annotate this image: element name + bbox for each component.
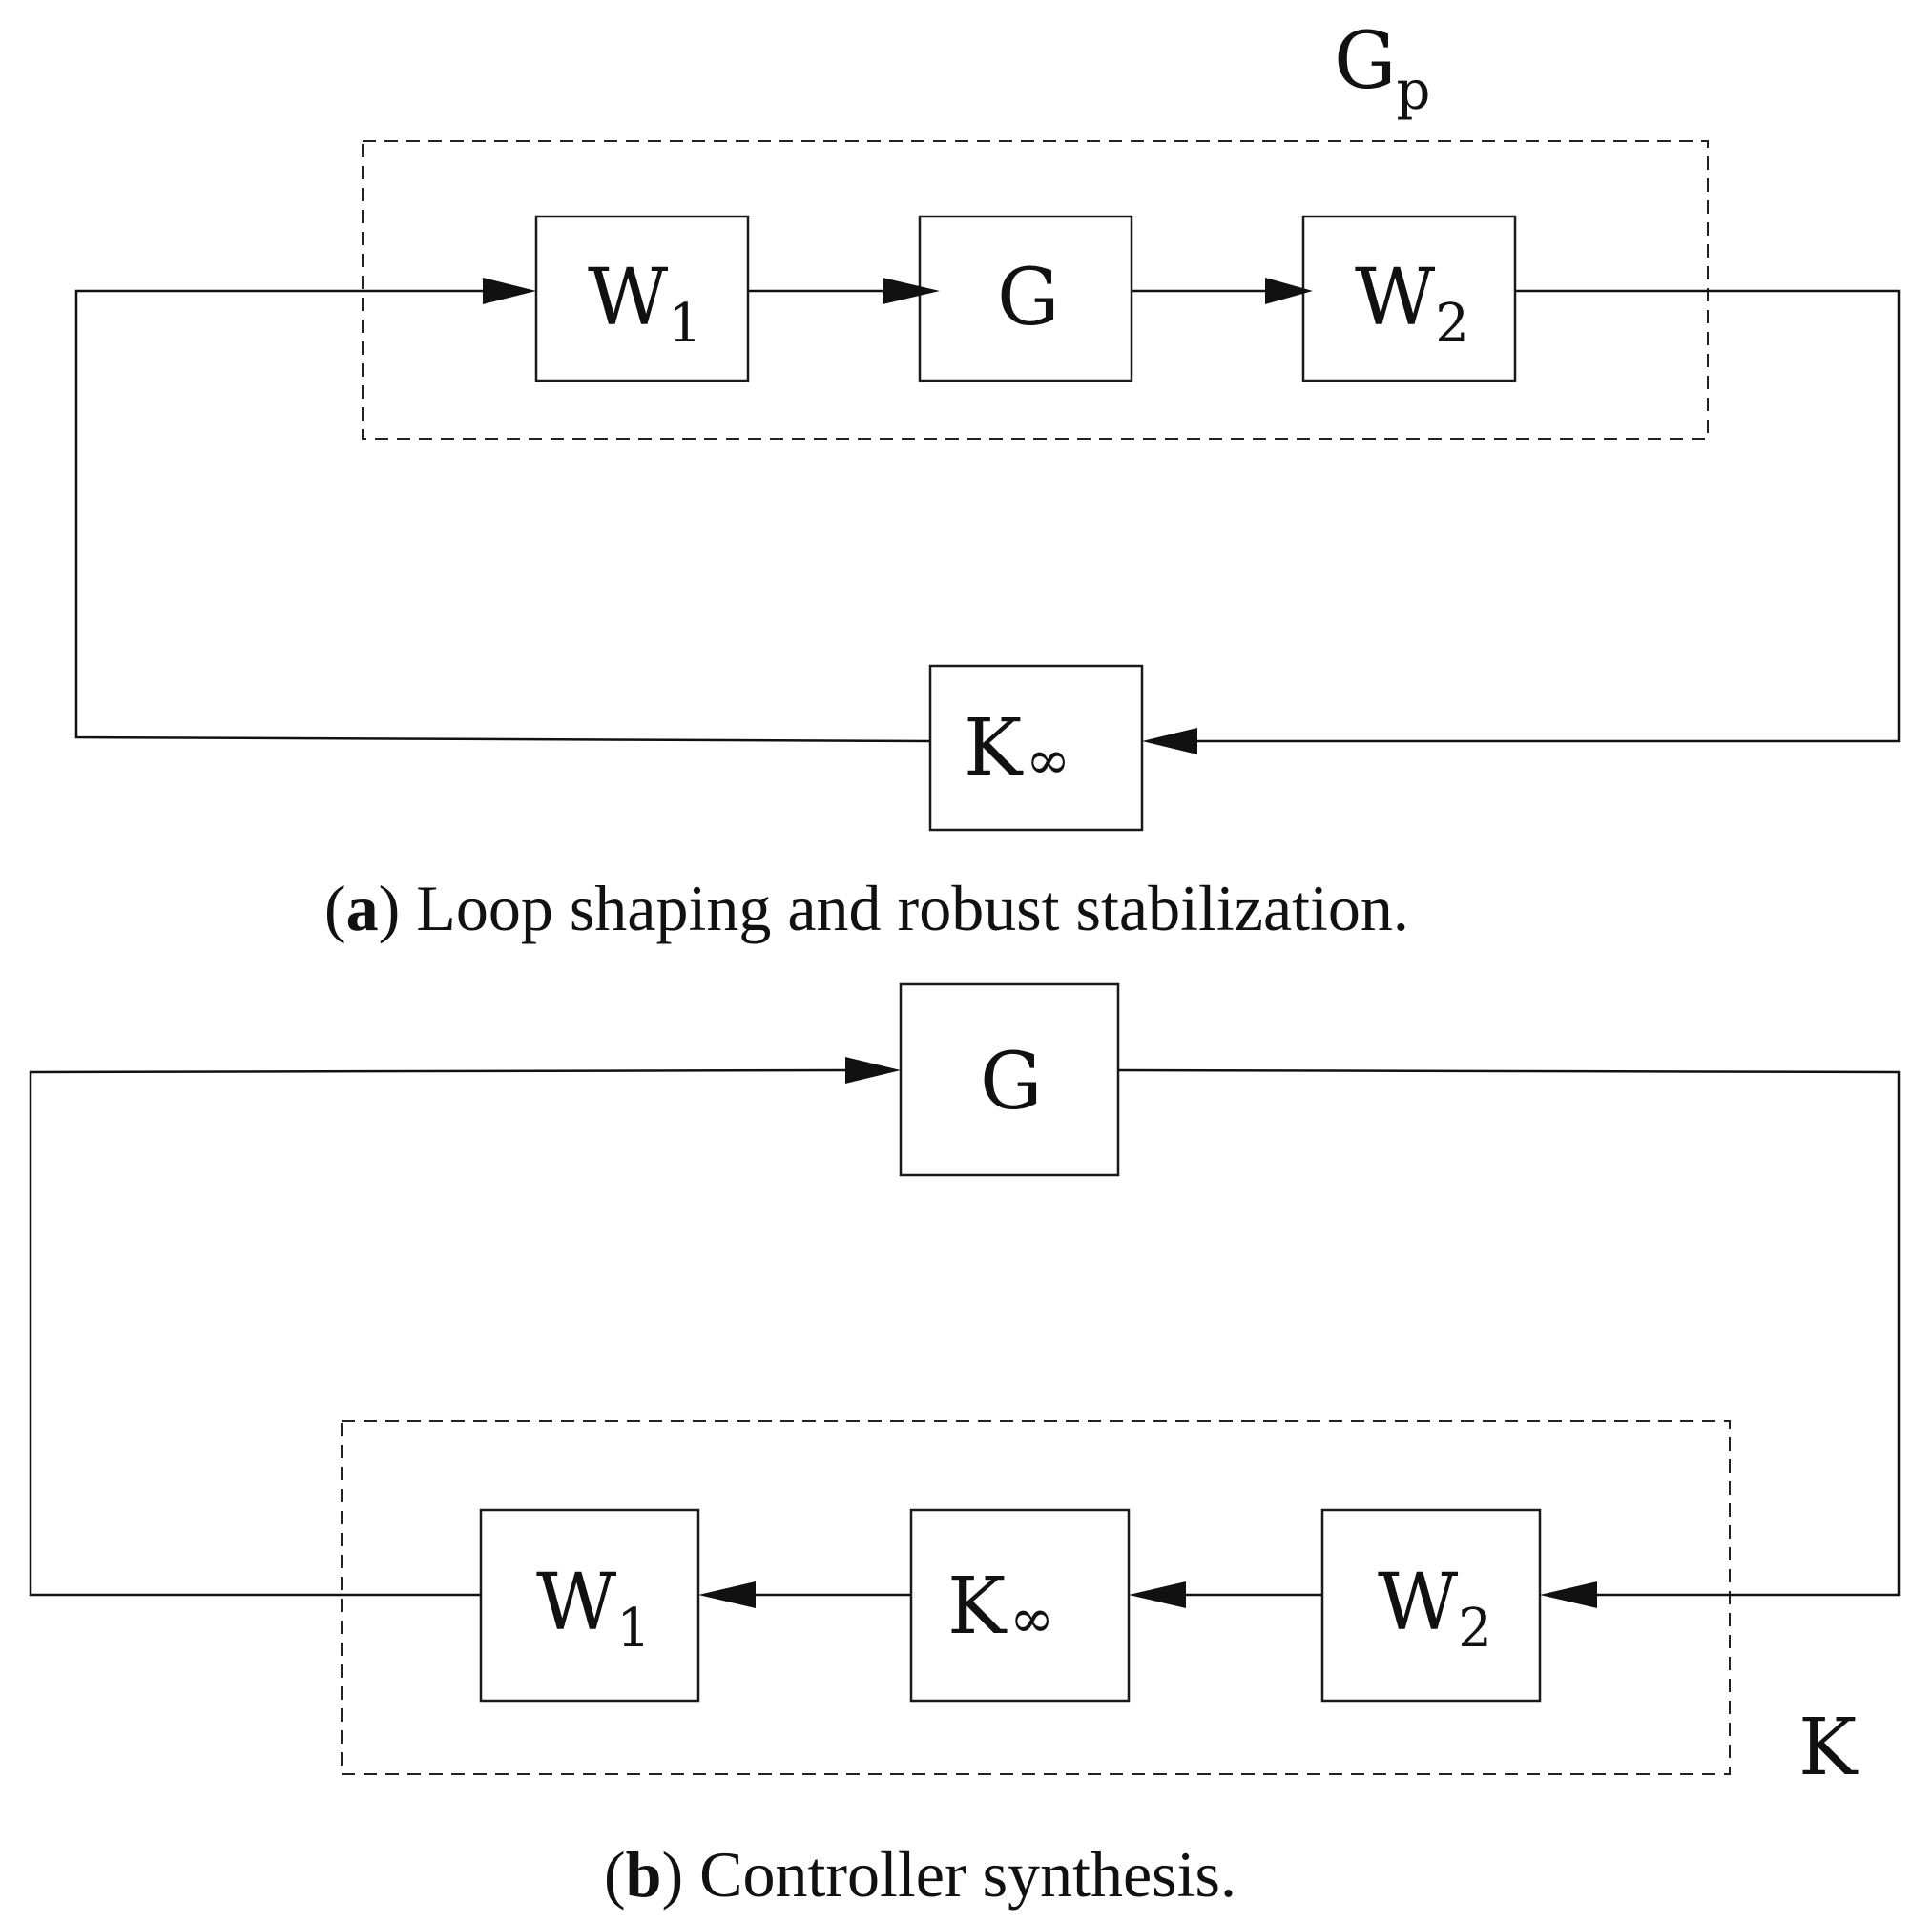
arrow-into-k-infinity: [1129, 1581, 1186, 1608]
panel-a: Gp W1 G W2 K∞ (a) Loop shaping and robus…: [74, 16, 1901, 944]
caption-b: (b) Controller synthesis.: [604, 1838, 1236, 1911]
g-block-label: G: [997, 253, 1060, 343]
w1-block-label: W1: [536, 1558, 651, 1660]
arrow-into-g: [883, 278, 940, 304]
arrow-into-w2: [1265, 278, 1313, 304]
g-block: [918, 215, 1133, 382]
w1-to-g-return-wire: [29, 1068, 846, 1597]
w2-block: [1301, 215, 1517, 382]
w1-block-label: W1: [588, 253, 702, 355]
controller-group-box: [341, 1420, 1731, 1775]
controller-group-label: K: [1798, 1703, 1859, 1793]
plant-group-label: Gp: [1334, 16, 1430, 122]
w2-to-k-infinity-wire: [1195, 289, 1901, 743]
w1-block: [479, 1508, 700, 1703]
arrow-into-g: [845, 1057, 901, 1084]
w2-block: [1320, 1508, 1542, 1703]
k-infinity-block: [909, 1508, 1131, 1703]
w2-block-label: W2: [1378, 1558, 1492, 1660]
feedback-return-wire: [74, 289, 931, 743]
caption-a: (a) Loop shaping and robust stabilizatio…: [324, 872, 1409, 944]
arrow-into-w1: [483, 278, 536, 304]
w1-block: [534, 215, 750, 382]
w2-block-label: W2: [1355, 253, 1469, 355]
g-block-label: G: [980, 1037, 1043, 1127]
g-to-w2-wire: [1117, 1068, 1901, 1597]
arrow-into-w2: [1540, 1581, 1597, 1608]
k-infinity-block-label: K∞: [964, 703, 1070, 794]
arrow-into-k-infinity: [1142, 728, 1197, 754]
g-block: [899, 982, 1120, 1177]
k-infinity-block-label: K∞: [947, 1561, 1054, 1652]
arrow-into-w1: [698, 1581, 756, 1608]
k-infinity-block: [928, 664, 1144, 832]
panel-b: G K W1 K∞ W2 (b) Controller synthesis.: [29, 982, 1901, 1911]
